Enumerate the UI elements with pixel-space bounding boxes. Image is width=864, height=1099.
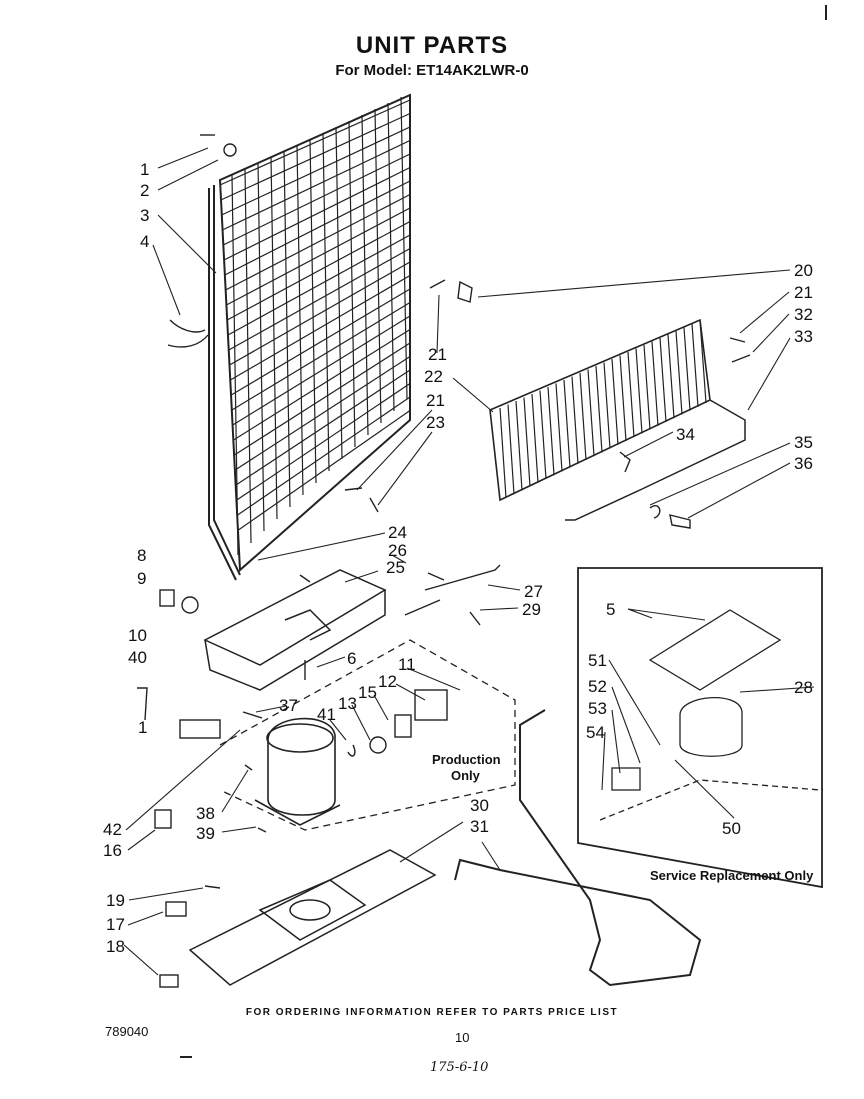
ordering-note: FOR ORDERING INFORMATION REFER TO PARTS … [245,1007,619,1018]
callout-11: 11 [398,655,416,674]
callout-51: 51 [588,651,607,670]
callout-40: 40 [128,648,147,667]
callout-22: 22 [424,367,443,386]
callout-38: 38 [196,804,215,823]
callout-25: 25 [386,558,405,577]
callout-35: 35 [794,433,813,452]
callout-24: 24 [388,523,407,542]
handwritten-note: 175-6-10 [430,1060,489,1075]
callout-41: 41 [317,705,336,724]
page-number: 10 [455,1030,470,1045]
production-note-line2: Only [451,768,481,783]
callout-17: 17 [106,915,125,934]
drain-pan [203,569,387,691]
relay-parts [347,689,448,757]
callout-32: 32 [794,305,813,324]
callout-54: 54 [586,723,605,742]
callout-20: 20 [794,261,813,280]
callout-3: 3 [140,206,149,225]
doc-number: 789040 [105,1024,149,1039]
model-subtitle: For Model: ET14AK2LWR-0 [335,62,529,79]
callout-5: 5 [606,600,615,619]
callout-1: 1 [140,160,149,179]
callout-42: 42 [103,820,122,839]
callout-9: 9 [137,569,146,588]
compressor [254,717,341,826]
callout-10: 10 [128,626,147,645]
callout-28: 28 [794,678,813,697]
leader-lines [123,147,815,976]
callout-33: 33 [794,327,813,346]
callout-labels: 1 2 3 4 8 9 10 40 1 20 21 32 33 21 22 21… [103,160,813,956]
small-parts [137,134,751,988]
production-region [219,639,516,831]
callout-52: 52 [588,677,607,696]
callout-2: 2 [140,181,149,200]
callout-50: 50 [722,819,741,838]
page-title: UNIT PARTS [355,32,509,59]
callout-31: 31 [470,817,489,836]
callout-23: 23 [426,413,445,432]
callout-27: 27 [524,582,543,601]
callout-34: 34 [676,425,695,444]
callout-21b: 21 [428,345,447,364]
callout-1b: 1 [138,718,147,737]
callout-19: 19 [106,891,125,910]
callout-16: 16 [103,841,122,860]
callout-30: 30 [470,796,489,815]
service-compressor [599,609,821,821]
production-note: Production Only [432,752,501,783]
callout-15: 15 [358,683,377,702]
base-frame [188,849,437,986]
callout-12: 12 [378,672,397,691]
callout-29: 29 [522,600,541,619]
callout-21c: 21 [426,391,445,410]
callout-37: 37 [279,696,298,715]
callout-53: 53 [588,699,607,718]
callout-26: 26 [388,541,407,560]
production-note-line1: Production [432,752,501,767]
callout-13: 13 [338,694,357,713]
callout-18: 18 [106,937,125,956]
service-box [577,567,823,889]
callout-6: 6 [347,649,356,668]
condenser-coil [208,93,411,581]
callout-39: 39 [196,824,215,843]
callout-21a: 21 [794,283,813,302]
callout-8: 8 [137,546,146,565]
callout-4: 4 [140,232,149,251]
callout-36: 36 [794,454,813,473]
evaporator [489,318,746,521]
service-note: Service Replacement Only [650,868,814,883]
